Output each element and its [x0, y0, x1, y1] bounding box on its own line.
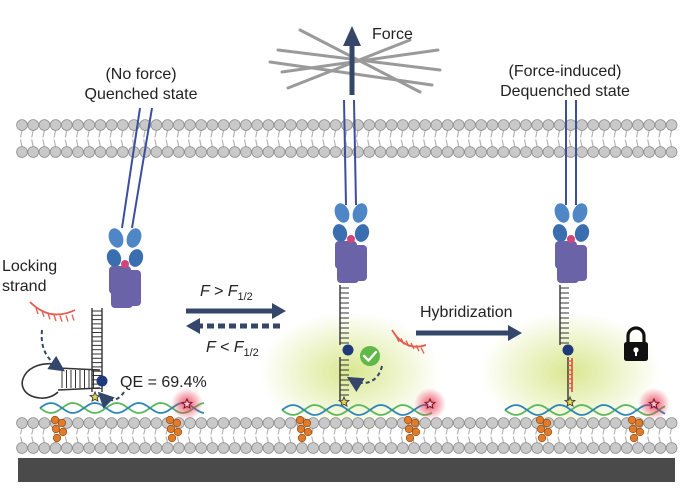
check-icon — [360, 346, 380, 366]
quencher-right — [562, 344, 574, 356]
f-greater-label: F > F1/2 — [200, 283, 253, 303]
reverse-dashed-arrow — [186, 318, 284, 334]
top-membrane — [16, 119, 678, 158]
green-glow-middle — [260, 312, 440, 432]
qe-label: QE = 69.4% — [120, 374, 207, 391]
green-glow-right — [480, 312, 660, 432]
cholesterol-anchors — [50, 415, 645, 443]
tethers — [121, 99, 577, 229]
star-icon — [180, 397, 194, 410]
substrate — [18, 458, 675, 482]
dna-stem-middle — [339, 285, 349, 400]
dequenched-state-label: Dequenched state — [500, 83, 630, 100]
f-less-label: F < F1/2 — [206, 339, 259, 359]
star-icon — [647, 397, 661, 410]
force-arrow — [343, 26, 361, 95]
quencher-middle — [342, 344, 354, 356]
forward-arrow — [186, 303, 286, 319]
fiber-network — [268, 28, 442, 94]
locking-strand-label-line2: strand — [2, 278, 46, 295]
locking-strand-label-line1: Locking — [2, 258, 57, 275]
binding-dashed-arrow — [346, 365, 383, 393]
lock-icon — [624, 326, 648, 361]
bottom-membrane — [16, 417, 678, 454]
receptor-complex-left — [106, 228, 144, 308]
hybridization-label: Hybridization — [420, 304, 512, 321]
no-force-label: (No force) — [105, 66, 176, 83]
locking-strand-left — [29, 301, 76, 316]
quencher-left — [96, 375, 108, 387]
hairpin-loop — [21, 363, 101, 399]
receptor-complex-right — [552, 203, 590, 283]
force-induced-label: (Force-induced) — [509, 63, 622, 80]
star-icon — [337, 395, 351, 408]
quenched-state-label: Quenched state — [85, 86, 198, 103]
star-icon — [423, 397, 437, 410]
receptor-complex-middle — [332, 203, 370, 283]
qe-dashed-arrow — [97, 391, 125, 409]
star-icon — [88, 390, 102, 403]
locking-dashed-arrow — [40, 329, 65, 372]
force-label: Force — [372, 26, 413, 43]
star-icon — [563, 395, 577, 408]
hybridization-arrow — [416, 325, 522, 341]
locking-strand-middle — [391, 329, 427, 348]
